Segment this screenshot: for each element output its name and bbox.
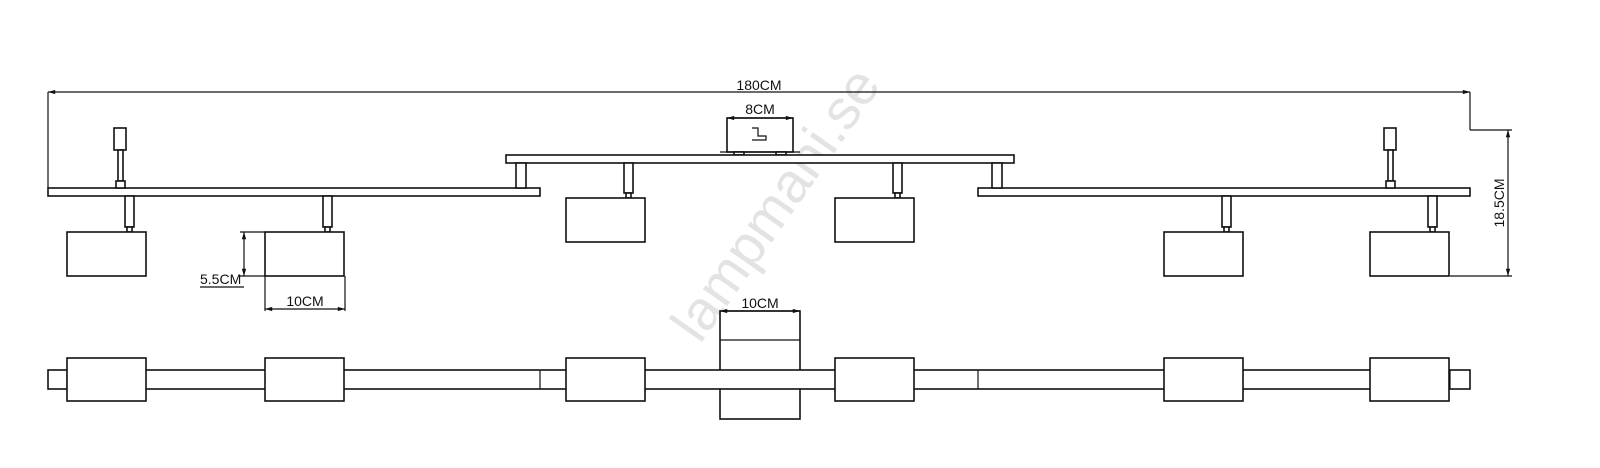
canopy-bottom — [719, 310, 801, 420]
head-height-label: 5.5CM — [200, 271, 241, 287]
head-dimensions: 5.5CM 10CM — [200, 231, 346, 312]
spot-head-2 — [264, 195, 345, 277]
connector-left — [515, 162, 527, 189]
post-left — [113, 127, 127, 189]
canopy-width-label: 8CM — [745, 101, 775, 117]
center-bar — [505, 154, 1015, 164]
spot-head-5 — [1163, 195, 1244, 277]
connector-right — [991, 162, 1003, 189]
spot-head-bottom-2 — [264, 357, 345, 402]
total-length-label: 180CM — [736, 77, 781, 93]
spot-head-6 — [1369, 195, 1450, 277]
spot-head-bottom-4 — [834, 357, 915, 402]
spot-head-bottom-6 — [1369, 357, 1450, 402]
spot-head-bottom-1 — [66, 357, 147, 402]
canopy-side-view: 8CM — [720, 101, 800, 156]
spot-head-1 — [66, 195, 147, 277]
spot-head-3 — [565, 162, 646, 243]
bottom-view: 10CM — [47, 295, 1471, 420]
rod-bottom — [47, 369, 1471, 390]
spot-head-4 — [834, 162, 915, 243]
head-width-label: 10CM — [286, 293, 323, 309]
right-bar — [977, 187, 1471, 197]
spot-head-bottom-3 — [565, 357, 646, 402]
height-label: 18.5CM — [1491, 178, 1507, 227]
post-right — [1383, 127, 1397, 189]
total-length-dimension: 180CM — [47, 77, 1471, 188]
spot-head-bottom-5 — [1163, 357, 1244, 402]
left-bar — [47, 187, 541, 197]
height-dimension: 18.5CM — [1450, 129, 1512, 277]
canopy-bottom-width-label: 10CM — [741, 295, 778, 311]
